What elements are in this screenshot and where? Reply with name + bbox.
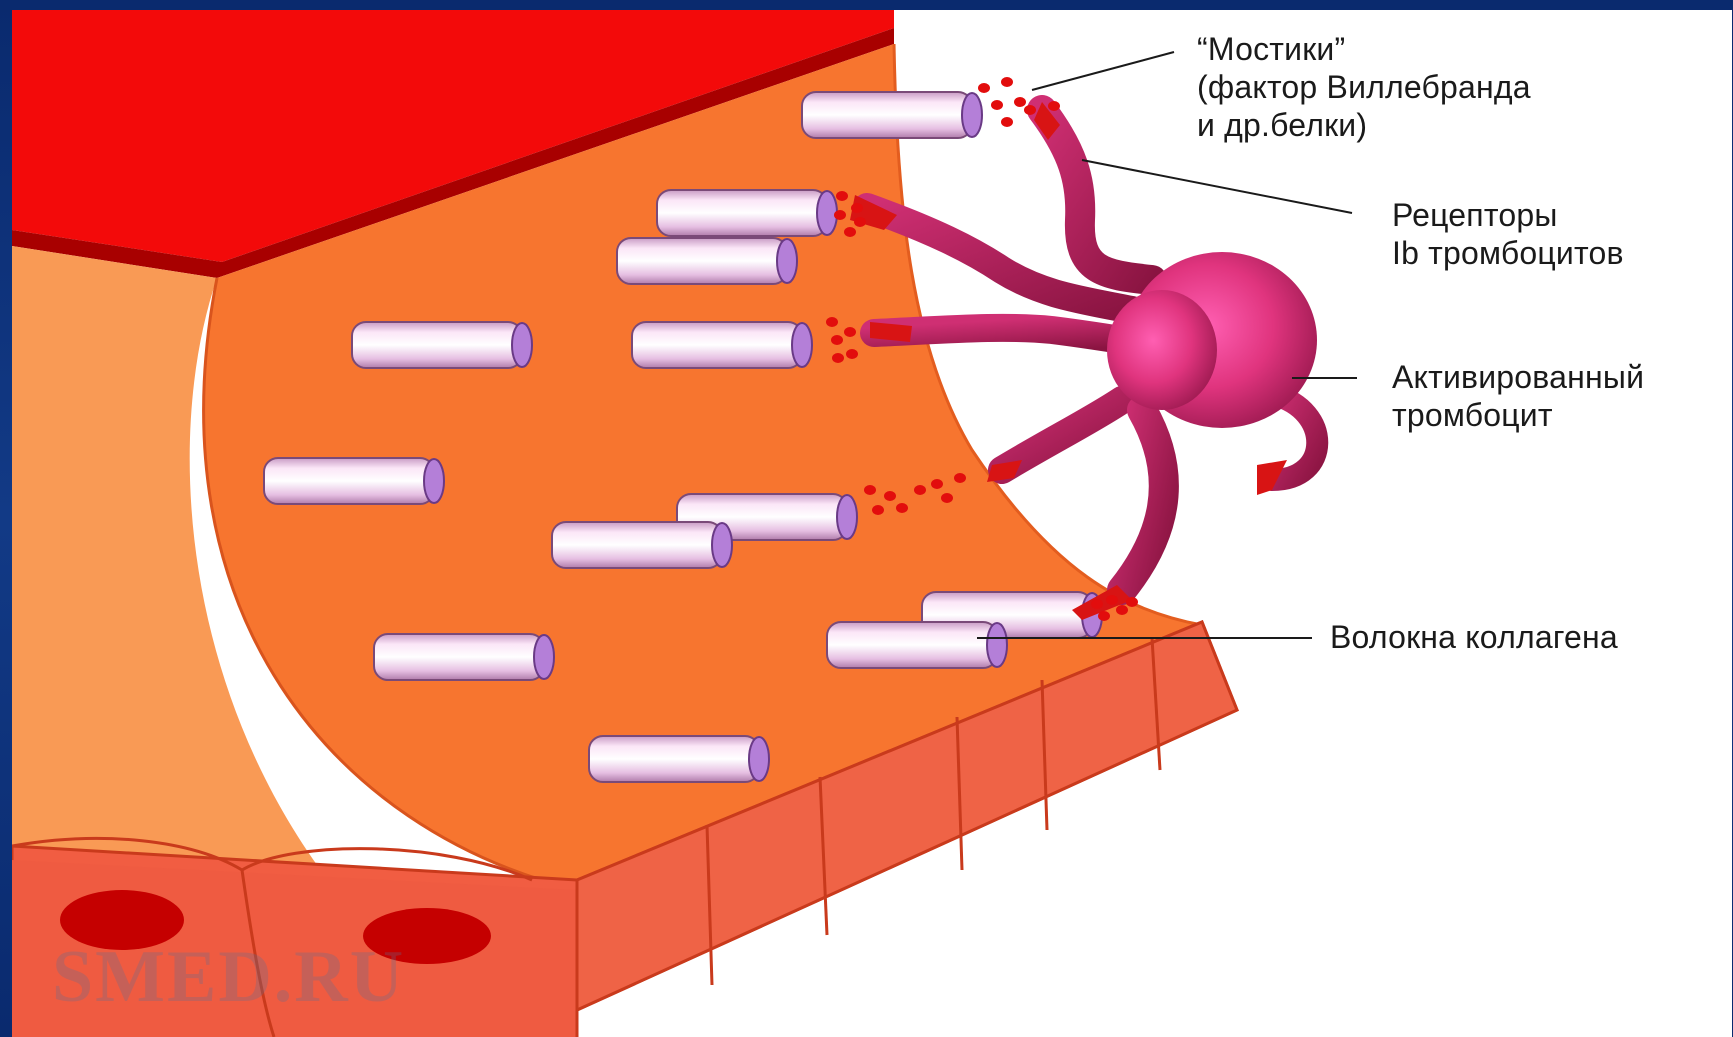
bridge-dot: [832, 353, 844, 363]
collagen-fiber: [657, 190, 837, 236]
bridge-dot: [844, 327, 856, 337]
collagen-fiber: [802, 92, 982, 138]
bridge-dot: [914, 485, 926, 495]
bridge-dot: [1048, 101, 1060, 111]
bridge-dot: [991, 100, 1003, 110]
bridge-dot: [1001, 77, 1013, 87]
bridge-dot: [854, 217, 866, 227]
bridge-dot: [872, 505, 884, 515]
label-platelet-line2: тромбоцит: [1392, 396, 1553, 434]
label-bridges-title: “Мостики”: [1197, 30, 1345, 68]
bridge-dot: [954, 473, 966, 483]
label-bridges-line3: и др.белки): [1197, 106, 1367, 144]
bridge-dot: [896, 503, 908, 513]
bridge-dot: [1126, 597, 1138, 607]
bridge-dot: [1014, 97, 1026, 107]
bridge-dot: [864, 485, 876, 495]
bridge-dot: [1116, 605, 1128, 615]
bridge-dot: [1001, 117, 1013, 127]
bridge-dot: [978, 83, 990, 93]
diagram-canvas: SMED.RU “Мостики” (фактор Виллебранда и …: [12, 10, 1732, 1037]
bridge-dot: [1098, 611, 1110, 621]
platelet-adhesion-diagram: [12, 10, 1732, 1037]
label-platelet-line1: Активированный: [1392, 358, 1644, 396]
bridge-dot: [846, 349, 858, 359]
leader-line-bridges: [1032, 52, 1174, 90]
bridge-dot: [1024, 105, 1036, 115]
bridge-dot: [831, 335, 843, 345]
bridge-dot: [851, 203, 863, 213]
bridge-dot: [884, 491, 896, 501]
label-collagen: Волокна коллагена: [1330, 618, 1618, 656]
collagen-fiber: [552, 522, 732, 568]
bridge-dot: [1091, 599, 1103, 609]
bridge-dot: [1106, 595, 1118, 605]
label-receptors-line2: Ib тромбоцитов: [1392, 234, 1624, 272]
leader-line-receptors: [1082, 160, 1352, 213]
collagen-fiber: [827, 622, 1007, 668]
label-bridges-line2: (фактор Виллебранда: [1197, 68, 1531, 106]
collagen-fiber: [589, 736, 769, 782]
collagen-fiber: [632, 322, 812, 368]
collagen-fiber: [374, 634, 554, 680]
watermark: SMED.RU: [52, 935, 405, 1020]
bridge-dot: [941, 493, 953, 503]
collagen-fiber: [264, 458, 444, 504]
bridge-dot: [931, 479, 943, 489]
bridge-dot: [836, 191, 848, 201]
collagen-fiber: [617, 238, 797, 284]
collagen-fiber: [352, 322, 532, 368]
bridge-dot: [834, 210, 846, 220]
bridge-dot: [826, 317, 838, 327]
bridge-dot: [844, 227, 856, 237]
label-receptors-line1: Рецепторы: [1392, 196, 1558, 234]
